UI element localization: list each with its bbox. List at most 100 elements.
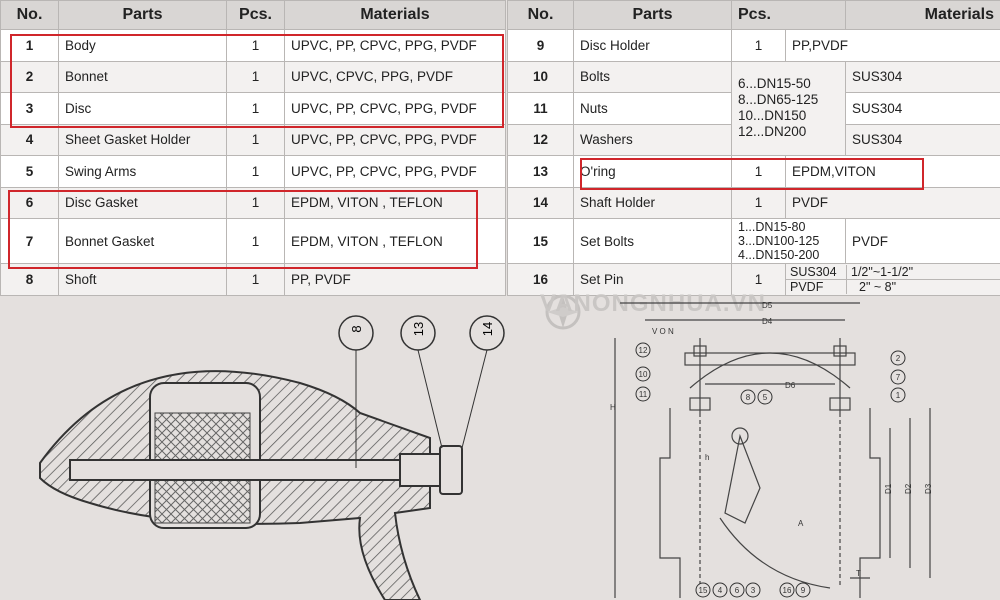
table-row: 16 Set Pin 1 SUS304 1/2"~1-1/2" PVDF 2" …	[507, 263, 1000, 296]
set-pin-size: 2" ~ 8"	[859, 279, 897, 294]
row-pcs: 1	[226, 155, 285, 188]
row-part: Set Pin	[573, 263, 732, 296]
row-part: Set Bolts	[573, 218, 732, 264]
row-pcs: 1	[731, 186, 786, 219]
header-materials: Materials	[284, 0, 506, 30]
row-no: 10	[507, 60, 574, 93]
callout-label: 6	[735, 586, 740, 595]
row-material: PVDF	[784, 186, 1000, 219]
row-no: 12	[507, 123, 574, 156]
header-materials: Materials	[845, 0, 1000, 30]
set-bolt-qty-line: 3...DN100-125	[738, 234, 820, 248]
bolt-qty-line: 12...DN200	[738, 124, 807, 140]
row-no: 4	[0, 123, 59, 156]
row-material: SUS304	[845, 60, 1000, 93]
row-pcs: 1	[226, 29, 285, 62]
callout-label: 8	[746, 393, 751, 402]
row-part: Sheet Gasket Holder	[58, 123, 227, 156]
row-no: 7	[0, 218, 59, 264]
table-row: 6 Disc Gasket 1 EPDM, VITON , TEFLON	[0, 186, 506, 219]
callout-label: 1	[896, 391, 901, 400]
dim-label: D2	[904, 483, 913, 494]
callout-label: 16	[783, 586, 792, 595]
table-row: 12 Washers SUS304	[507, 123, 1000, 156]
set-pin-material: PVDF	[787, 279, 847, 294]
row-no: 1	[0, 29, 59, 62]
row-part: Bonnet Gasket	[58, 218, 227, 264]
callout-label: 14	[480, 322, 495, 336]
valve-diagram: 8 13 14 D5 D4 D6 H	[39, 301, 933, 600]
header-no: No.	[0, 0, 59, 30]
row-part: Shoft	[58, 263, 227, 296]
row-material: EPDM,VITON	[784, 155, 1000, 188]
row-part: O'ring	[573, 155, 732, 188]
row-pcs: 1	[226, 186, 285, 219]
row-material: EPDM, VITON , TEFLON	[284, 218, 506, 264]
table-row: 15 Set Bolts 1...DN15-80 3...DN100-125 4…	[507, 218, 1000, 264]
row-part: Bonnet	[58, 60, 227, 93]
row-material: UPVC, PP, CPVC, PPG, PVDF	[284, 123, 506, 156]
row-no: 13	[507, 155, 574, 188]
row-material: PP, PVDF	[284, 263, 506, 296]
header-parts: Parts	[573, 0, 732, 30]
bolt-qty-line: 6...DN15-50	[738, 76, 811, 92]
row-pcs: 1	[226, 218, 285, 264]
table-row: 3 Disc 1 UPVC, PP, CPVC, PPG, PVDF	[0, 92, 506, 125]
row-no: 15	[507, 218, 574, 264]
row-part: Disc Gasket	[58, 186, 227, 219]
row-part: Shaft Holder	[573, 186, 732, 219]
row-pcs: 1	[226, 60, 285, 93]
detail-callout-8: 8	[338, 315, 374, 351]
table-row: 2 Bonnet 1 UPVC, CPVC, PPG, PVDF	[0, 60, 506, 93]
callout-label: 5	[763, 393, 768, 402]
row-material: SUS304	[845, 92, 1000, 125]
dim-label: D6	[785, 381, 796, 390]
dim-label: h	[705, 453, 709, 462]
row-material: EPDM, VITON , TEFLON	[284, 186, 506, 219]
set-bolt-qty-line: 1...DN15-80	[738, 220, 806, 234]
header-pcs: Pcs.	[226, 0, 285, 30]
dim-label: D5	[762, 301, 773, 310]
row-part: Disc	[58, 92, 227, 125]
header-pcs: Pcs.	[730, 0, 847, 30]
row-material: PVDF	[845, 218, 1000, 264]
callout-label: 12	[639, 346, 648, 355]
table-row: 1 Body 1 UPVC, PP, CPVC, PPG, PVDF	[0, 29, 506, 62]
dim-label: V O N	[652, 327, 674, 336]
row-no: 8	[0, 263, 59, 296]
header-parts: Parts	[58, 0, 227, 30]
bolt-qty-line: 8...DN65-125	[738, 92, 819, 108]
row-pcs: 1	[226, 92, 285, 125]
detail-callout-14: 14	[469, 315, 505, 351]
row-no: 5	[0, 155, 59, 188]
row-pcs: 1	[226, 123, 285, 156]
set-pin-material-cell: SUS304 1/2"~1-1/2" PVDF 2" ~ 8"	[784, 263, 1000, 296]
table-row: 9 Disc Holder 1 PP,PVDF	[507, 29, 1000, 62]
table-row: 8 Shoft 1 PP, PVDF	[0, 263, 506, 296]
set-bolt-qty-line: 4...DN150-200	[738, 248, 820, 262]
detail-callout-13: 13	[400, 315, 436, 351]
callout-label: 7	[896, 373, 901, 382]
valve-assembly-drawing	[614, 302, 931, 598]
row-part: Body	[58, 29, 227, 62]
row-no: 3	[0, 92, 59, 125]
callout-label: 4	[718, 586, 723, 595]
row-no: 11	[507, 92, 574, 125]
callout-label: 8	[349, 325, 364, 332]
set-pin-material: SUS304	[787, 264, 847, 279]
row-pcs: 1	[731, 29, 786, 62]
set-pin-size: 1/2"~1-1/2"	[851, 264, 914, 279]
table-row: 14 Shaft Holder 1 PVDF	[507, 186, 1000, 219]
row-part: Nuts	[573, 92, 732, 125]
dim-label: A	[798, 519, 804, 528]
callout-label: 10	[639, 370, 648, 379]
set-bolt-quantity-cell: 1...DN15-80 3...DN100-125 4...DN150-200	[730, 218, 847, 264]
row-material: PP,PVDF	[784, 29, 1000, 62]
assembly-callouts: 12 10 11 2 7 1 8 5 15 4 6 3 16 9	[635, 342, 906, 598]
row-pcs: 1	[731, 155, 786, 188]
dim-label: D4	[762, 317, 773, 326]
bolt-qty-line: 10...DN150	[738, 108, 807, 124]
row-no: 6	[0, 186, 59, 219]
table-row: 7 Bonnet Gasket 1 EPDM, VITON , TEFLON	[0, 218, 506, 264]
watermark-logo-icon	[545, 294, 581, 330]
